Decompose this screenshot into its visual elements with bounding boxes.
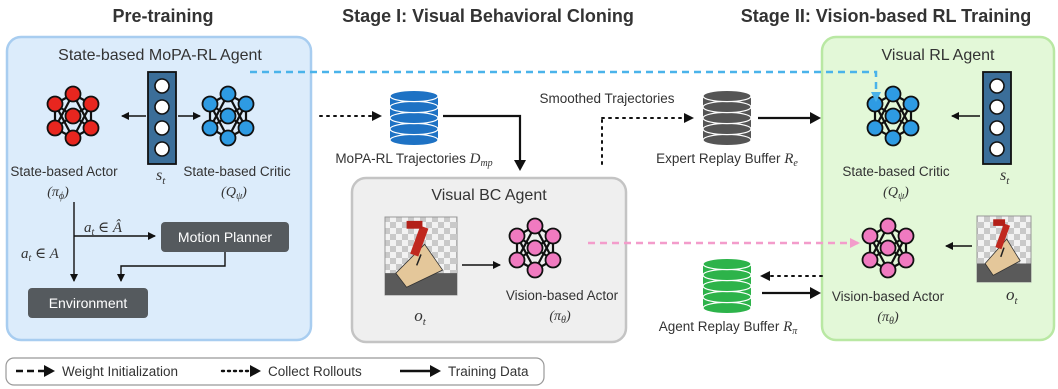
smoothed-label: Smoothed Trajectories — [539, 91, 674, 106]
state-symbol: st — [156, 167, 166, 187]
environment-box — [28, 288, 148, 318]
robot-observation-image — [384, 216, 458, 296]
rl-obs-symbol: ot — [1006, 285, 1019, 307]
agent-buffer-label: Agent Replay Buffer Rπ — [659, 319, 799, 337]
motion-planner-label: Motion Planner — [178, 229, 273, 245]
actor-symbol: (πϕ) — [47, 185, 69, 202]
state-critic-network-icon — [201, 85, 255, 147]
rl-state-symbol: st — [1000, 167, 1010, 187]
rl-critic-label: State-based Critic — [842, 164, 950, 179]
legend-collect: Collect Rollouts — [268, 364, 362, 379]
header-pretraining: Pre-training — [112, 6, 213, 26]
header-stage2: Stage II: Vision-based RL Training — [741, 6, 1031, 26]
legend-solid-arrow — [430, 365, 441, 377]
action-hat-label: at ∈ Â — [84, 219, 123, 238]
rl-actor-label: Vision-based Actor — [832, 289, 945, 304]
weight-init-critic-arrow — [250, 70, 881, 102]
legend-dash-arrow — [44, 365, 55, 377]
expert-buffer-label: Expert Replay Buffer Re — [656, 151, 798, 169]
rl-critic-symbol: (Qψ) — [883, 185, 909, 202]
panel-title-visual-bc: Visual BC Agent — [431, 187, 547, 204]
legend-training: Training Data — [448, 364, 529, 379]
actor-label: State-based Actor — [10, 164, 118, 179]
rl-observation-image — [976, 215, 1032, 283]
panel-title-state-agent: State-based MoPA-RL Agent — [58, 47, 262, 64]
legend-weight-init: Weight Initialization — [62, 364, 178, 379]
state-vector-icon-rl — [982, 71, 1012, 165]
state-vector-icon — [147, 71, 177, 165]
arrow-mopa-to-bc — [443, 114, 522, 163]
bc-actor-symbol: (πθ) — [549, 309, 571, 326]
critic-symbol: (Qψ) — [221, 185, 247, 202]
arrow-planner-to-env — [117, 252, 226, 282]
legend-box — [5, 357, 545, 386]
critic-label: State-based Critic — [183, 164, 291, 179]
rl-actor-network-icon — [861, 217, 915, 279]
expert-buffer-icon — [702, 89, 752, 147]
header-stage1: Stage I: Visual Behavioral Cloning — [342, 6, 634, 26]
state-actor-network-icon — [46, 85, 100, 147]
panel-title-visual-rl: Visual RL Agent — [882, 47, 996, 64]
action-label: at ∈ A — [21, 246, 60, 264]
mopa-traj-label: MoPA-RL Trajectories Dmp — [335, 151, 492, 169]
vision-actor-network-icon — [508, 217, 562, 279]
environment-label: Environment — [49, 295, 128, 311]
bc-obs-symbol: ot — [414, 306, 427, 328]
motion-planner-box — [161, 222, 289, 252]
rl-actor-symbol: (πθ) — [877, 310, 899, 327]
mopa-database-icon — [389, 89, 439, 147]
legend-dot-arrow — [250, 365, 261, 377]
agent-buffer-icon — [702, 257, 752, 315]
bc-actor-label: Vision-based Actor — [506, 288, 619, 303]
rl-critic-network-icon — [866, 85, 920, 147]
